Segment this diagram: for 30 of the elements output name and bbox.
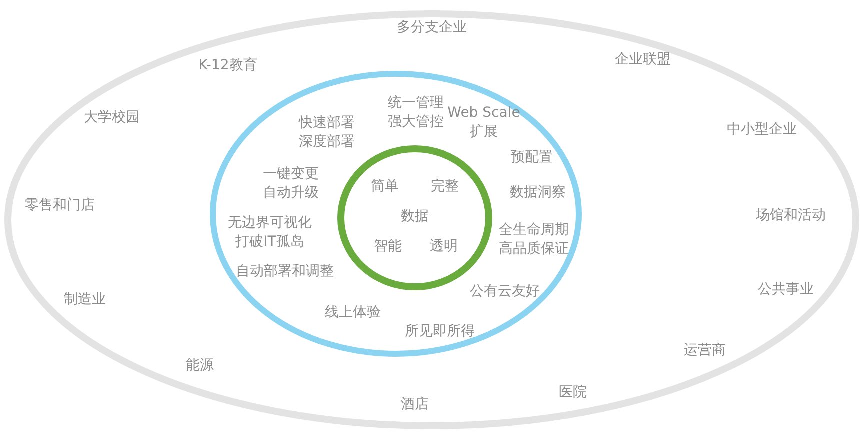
feature-label: 快速部署深度部署 xyxy=(299,114,355,152)
sector-label: 运营商 xyxy=(684,342,726,360)
feature-label: 无边界可视化打破IT孤岛 xyxy=(228,214,312,252)
core-label: 数据 xyxy=(401,208,429,226)
sector-label: 大学校园 xyxy=(84,108,140,128)
sector-label: 公共事业 xyxy=(758,280,814,300)
feature-label: 数据洞察 xyxy=(510,184,566,202)
core-label: 简单 xyxy=(371,178,399,196)
feature-label: Web Scale 扩展 xyxy=(446,104,522,142)
sector-label: 场馆和活动 xyxy=(756,206,826,226)
feature-label: 全生命周期高品质保证 xyxy=(499,221,569,259)
sector-label: 企业联盟 xyxy=(615,50,671,70)
feature-label: 统一管理强大管控 xyxy=(388,94,444,132)
sector-label: 零售和门店 xyxy=(25,196,95,216)
core-label: 透明 xyxy=(430,238,458,256)
core-label: 智能 xyxy=(374,238,402,256)
feature-label: 公有云友好 xyxy=(470,282,540,302)
feature-label: 线上体验 xyxy=(325,304,381,322)
sector-label: 中小型企业 xyxy=(727,120,797,140)
core-label: 完整 xyxy=(431,178,459,196)
sector-label: 能源 xyxy=(186,356,214,376)
sector-label: 多分支企业 xyxy=(397,18,467,38)
feature-label: 所见即所得 xyxy=(405,322,475,342)
feature-label: 一键变更自动升级 xyxy=(263,165,319,203)
sector-label: K-12教育 xyxy=(198,56,258,76)
feature-label: 自动部署和调整 xyxy=(236,262,334,282)
feature-label: 预配置 xyxy=(511,148,553,168)
sector-label: 酒店 xyxy=(401,396,429,414)
sector-label: 医院 xyxy=(559,384,587,402)
sector-label: 制造业 xyxy=(64,290,106,310)
